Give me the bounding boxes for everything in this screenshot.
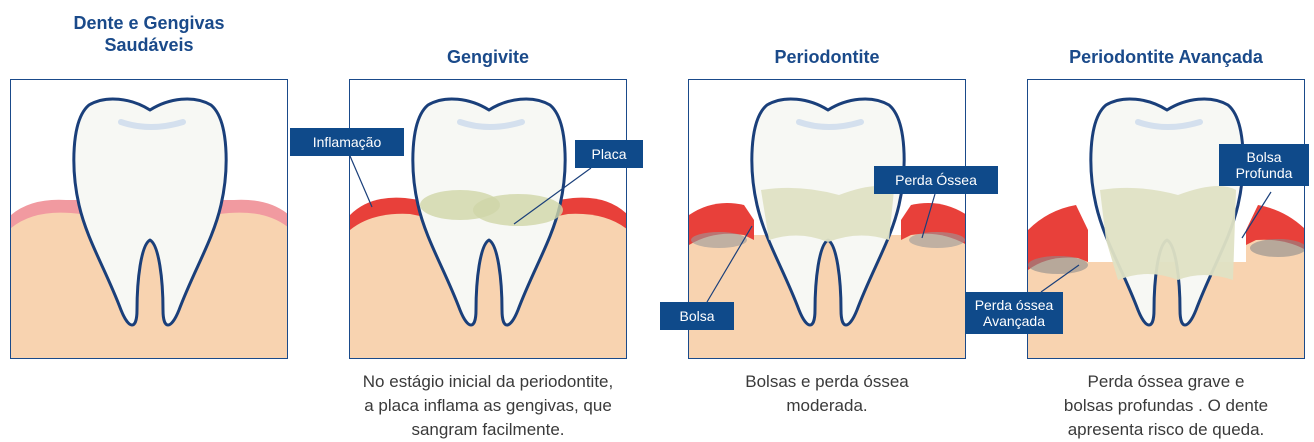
stage-1-title-line2: Saudáveis <box>10 34 288 56</box>
caption-gingivitis: No estágio inicial da periodontite, a pl… <box>315 370 661 442</box>
caption-gingivitis-line3: sangram facilmente. <box>315 418 661 442</box>
label-plaque: Placa <box>575 140 643 168</box>
healthy-tooth-illustration <box>11 80 288 359</box>
panel-gingivitis <box>349 79 627 359</box>
stage-3-title: Periodontite <box>688 46 966 68</box>
label-advanced-bone-loss-line2: Avançada <box>969 313 1059 329</box>
label-advanced-bone-loss: Perda óssea Avançada <box>965 292 1063 334</box>
stage-1-title: Dente e Gengivas Saudáveis <box>10 12 288 56</box>
stage-1-title-line1: Dente e Gengivas <box>10 12 288 34</box>
label-deep-pocket: Bolsa Profunda <box>1219 144 1309 186</box>
gingivitis-tooth-illustration <box>350 80 627 359</box>
caption-advanced-line2: bolsas profundas . O dente <box>1007 394 1314 418</box>
caption-advanced-line3: apresenta risco de queda. <box>1007 418 1314 442</box>
label-bone-loss: Perda Óssea <box>874 166 998 194</box>
caption-periodontitis: Bolsas e perda óssea moderada. <box>668 370 986 418</box>
caption-periodontitis-line2: moderada. <box>668 394 986 418</box>
caption-periodontitis-line1: Bolsas e perda óssea <box>668 370 986 394</box>
panel-advanced-periodontitis <box>1027 79 1305 359</box>
caption-advanced-periodontitis: Perda óssea grave e bolsas profundas . O… <box>1007 370 1314 442</box>
label-inflammation: Inflamação <box>290 128 404 156</box>
label-deep-pocket-line1: Bolsa <box>1223 149 1305 165</box>
label-pocket: Bolsa <box>660 302 734 330</box>
stage-4-title: Periodontite Avançada <box>1027 46 1305 68</box>
panel-healthy <box>10 79 288 359</box>
label-deep-pocket-line2: Profunda <box>1223 165 1305 181</box>
caption-gingivitis-line2: a placa inflama as gengivas, que <box>315 394 661 418</box>
caption-gingivitis-line1: No estágio inicial da periodontite, <box>315 370 661 394</box>
caption-advanced-line1: Perda óssea grave e <box>1007 370 1314 394</box>
stage-2-title: Gengivite <box>349 46 627 68</box>
label-advanced-bone-loss-line1: Perda óssea <box>969 297 1059 313</box>
advanced-periodontitis-tooth-illustration <box>1028 80 1305 359</box>
